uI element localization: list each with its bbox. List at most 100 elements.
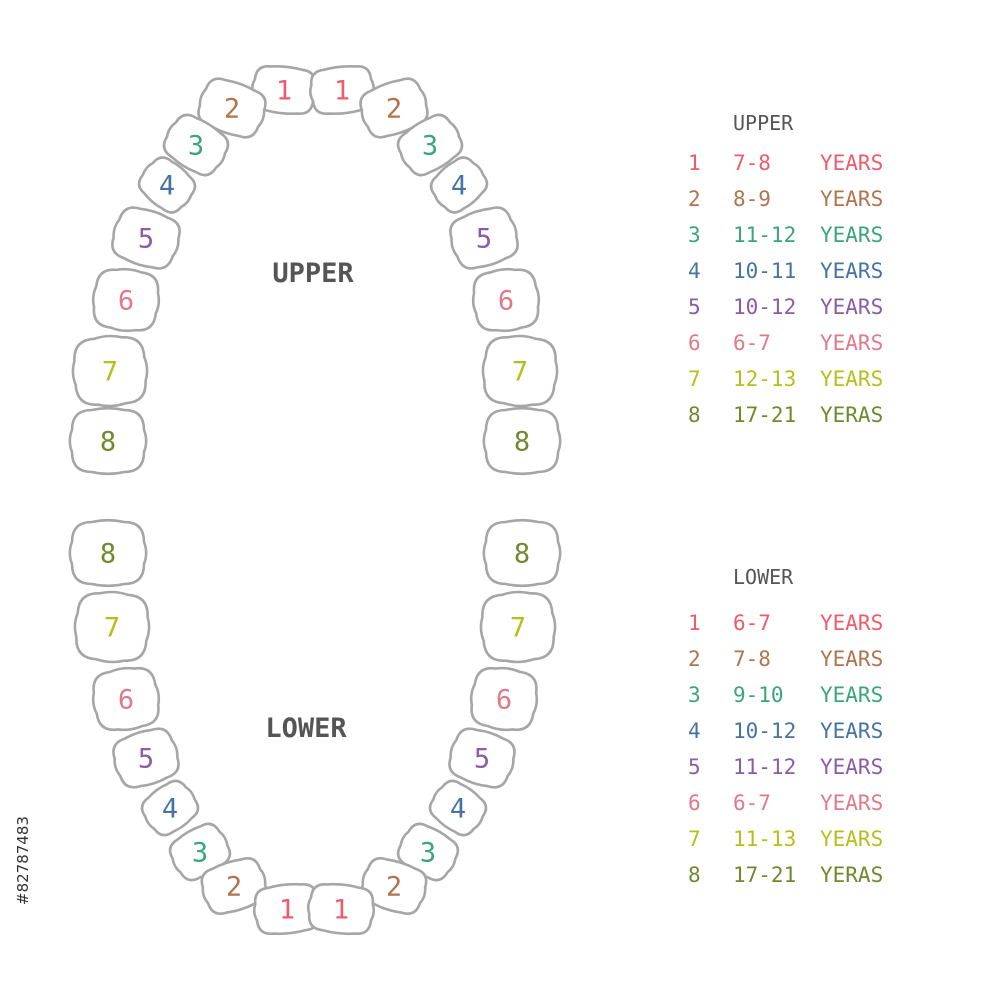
legend-lower-row-3: 3 9-10 YEARS xyxy=(688,683,883,707)
tooth-outline xyxy=(308,64,376,116)
tooth-number: 1 xyxy=(279,895,295,926)
tooth-outline xyxy=(481,334,559,408)
tooth-number: 4 xyxy=(450,794,466,825)
stock-image-id: #82787483 xyxy=(14,816,32,905)
legend-tooth-number: 1 xyxy=(688,611,701,635)
legend-unit: YERAS xyxy=(820,403,883,427)
tooth-number: 2 xyxy=(386,872,402,903)
tooth-outline xyxy=(73,590,151,664)
legend-age-range: 11-12 xyxy=(733,755,796,779)
upper-right-tooth-5: 5 xyxy=(449,206,519,270)
tooth-number: 6 xyxy=(118,286,134,317)
legend-unit: YEARS xyxy=(820,827,883,851)
lower-left-tooth-4: 4 xyxy=(140,779,200,837)
tooth-number: 2 xyxy=(224,94,240,125)
legend-unit: YEARS xyxy=(820,295,883,319)
legend-unit: YEARS xyxy=(820,367,883,391)
tooth-outline xyxy=(396,822,460,882)
tooth-number: 3 xyxy=(192,838,208,869)
upper-right-tooth-4: 4 xyxy=(429,156,489,214)
legend-tooth-number: 7 xyxy=(688,367,701,391)
legend-tooth-number: 3 xyxy=(688,223,701,247)
lower-left-tooth-1: 1 xyxy=(252,882,322,936)
legend-age-range: 9-10 xyxy=(733,683,784,707)
upper-left-tooth-3: 3 xyxy=(162,113,230,177)
lower-right-tooth-4: 4 xyxy=(428,779,488,837)
upper-left-tooth-5: 5 xyxy=(111,206,181,270)
upper-right-tooth-6: 6 xyxy=(471,267,541,333)
tooth-outline xyxy=(140,779,200,837)
legend-unit: YEARS xyxy=(820,683,883,707)
tooth-outline xyxy=(306,882,376,936)
legend-age-range: 12-13 xyxy=(733,367,796,391)
tooth-outline xyxy=(68,518,148,588)
tooth-number: 1 xyxy=(333,895,349,926)
upper-left-tooth-1: 1 xyxy=(250,64,318,116)
legend-lower-title: LOWER xyxy=(733,565,794,589)
legend-unit: YEARS xyxy=(820,755,883,779)
tooth-number: 7 xyxy=(510,613,526,644)
tooth-number: 1 xyxy=(334,76,350,107)
upper-right-tooth-1: 1 xyxy=(308,64,376,116)
tooth-outline xyxy=(360,856,428,916)
tooth-outline xyxy=(137,156,197,214)
legend-age-range: 11-12 xyxy=(733,223,796,247)
legend-age-range: 7-8 xyxy=(733,647,771,671)
legend-tooth-number: 5 xyxy=(688,755,701,779)
lower-left-tooth-6: 6 xyxy=(91,666,161,732)
legend-age-range: 11-13 xyxy=(733,827,796,851)
legend-unit: YEARS xyxy=(820,151,883,175)
legend-age-range: 6-7 xyxy=(733,331,771,355)
legend-tooth-number: 2 xyxy=(688,647,701,671)
lower-right-tooth-2: 2 xyxy=(360,856,428,916)
tooth-number: 5 xyxy=(474,744,490,775)
lower-left-tooth-2: 2 xyxy=(200,856,268,916)
tooth-number: 8 xyxy=(514,427,530,458)
tooth-outline xyxy=(428,779,488,837)
tooth-outline xyxy=(68,406,148,476)
legend-tooth-number: 4 xyxy=(688,719,701,743)
upper-right-tooth-2: 2 xyxy=(359,77,429,139)
legend-age-range: 10-12 xyxy=(733,719,796,743)
legend-unit: YEARS xyxy=(820,647,883,671)
tooth-outline xyxy=(91,666,161,732)
tooth-outline xyxy=(91,267,161,333)
tooth-number: 4 xyxy=(451,171,467,202)
tooth-outline xyxy=(250,64,318,116)
tooth-outline xyxy=(449,206,519,270)
upper-right-tooth-3: 3 xyxy=(396,113,464,177)
legend-tooth-number: 2 xyxy=(688,187,701,211)
tooth-outline xyxy=(482,518,562,588)
tooth-outline xyxy=(252,882,322,936)
tooth-outline xyxy=(469,666,539,732)
legend-lower-row-5: 5 11-12 YEARS xyxy=(688,755,883,779)
tooth-outline xyxy=(482,406,562,476)
legend-tooth-number: 8 xyxy=(688,863,701,887)
legend-unit: YEARS xyxy=(820,611,883,635)
tooth-outline xyxy=(162,113,230,177)
upper-arch-title: UPPER xyxy=(272,258,354,289)
legend-age-range: 7-8 xyxy=(733,151,771,175)
upper-right-tooth-8: 8 xyxy=(482,406,562,476)
legend-age-range: 17-21 xyxy=(733,863,796,887)
tooth-number: 3 xyxy=(420,838,436,869)
legend-tooth-number: 6 xyxy=(688,791,701,815)
tooth-number: 1 xyxy=(276,76,292,107)
legend-age-range: 6-7 xyxy=(733,791,771,815)
tooth-number: 5 xyxy=(476,224,492,255)
lower-right-tooth-1: 1 xyxy=(306,882,376,936)
tooth-outline xyxy=(71,334,149,408)
lower-arch-title: LOWER xyxy=(265,713,347,744)
legend-tooth-number: 8 xyxy=(688,403,701,427)
legend-tooth-number: 3 xyxy=(688,683,701,707)
